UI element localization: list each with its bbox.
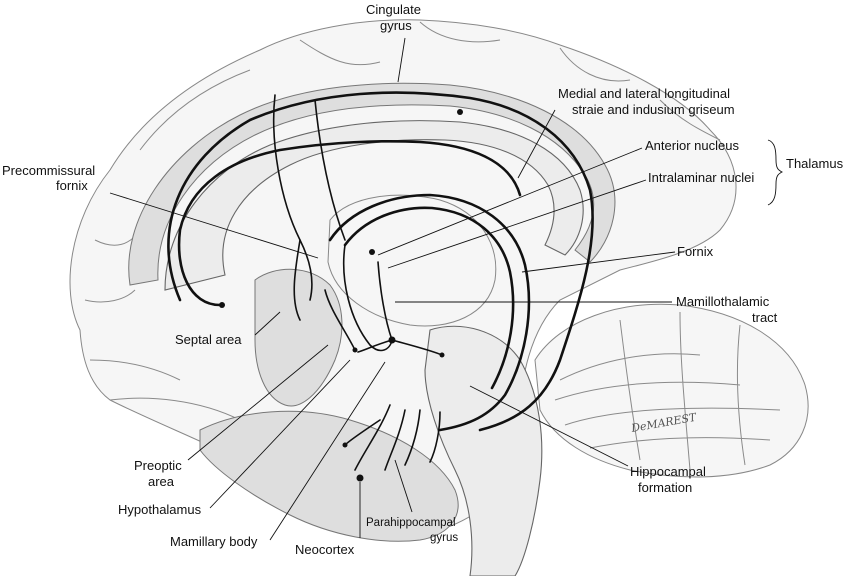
terminal-dot	[439, 352, 445, 358]
terminal-dot	[369, 249, 375, 255]
label-mamillothalamic-line1: Mamillothalamic	[676, 294, 770, 309]
label-mamillothalamic-line2: tract	[752, 310, 778, 325]
septal-region	[254, 268, 343, 407]
label-cingulate-gyrus-line2: gyrus	[380, 18, 412, 33]
terminal-dot	[342, 442, 348, 448]
leader-lines	[109, 37, 676, 541]
leader-intralaminar	[387, 179, 647, 269]
label-fornix: Fornix	[677, 244, 714, 259]
leader-cingulate	[397, 37, 406, 83]
terminal-dot	[457, 109, 463, 115]
label-thalamus: Thalamus	[786, 156, 844, 171]
pathway-strokes	[167, 91, 784, 471]
leader-anterior-nucleus	[377, 147, 643, 256]
fornix-path	[328, 193, 531, 432]
cingulate-gyrus-band	[128, 82, 616, 286]
synapse-terminals	[219, 109, 463, 482]
gyrus-contour-left	[84, 229, 241, 421]
label-hippocampal-line1: Hippocampal	[630, 464, 706, 479]
temporal-lobe	[199, 410, 459, 542]
leader-hippocampal	[469, 385, 629, 467]
parahippocampal-fibers	[344, 404, 441, 471]
thalamus-region	[327, 194, 497, 327]
brainstem	[424, 325, 543, 577]
label-parahippocampal-line2: gyrus	[430, 532, 458, 544]
mamillary-projections	[357, 339, 443, 356]
septal-fibers	[293, 239, 356, 351]
label-preoptic-line2: area	[148, 474, 175, 489]
leader-precommissural	[109, 192, 319, 259]
leader-parahippocampal	[394, 459, 413, 513]
mamillothalamic-path	[377, 261, 393, 341]
cingulum-descending-left	[272, 94, 313, 301]
label-intralaminar-nuclei: Intralaminar nuclei	[648, 170, 754, 185]
leader-hypothalamus	[209, 359, 351, 509]
label-hippocampal-line2: formation	[638, 480, 692, 495]
cerebellum	[534, 303, 809, 478]
leader-medial-lateral	[517, 109, 556, 179]
septal-loop-path	[177, 139, 522, 307]
gyrus-contour-top	[139, 21, 721, 151]
label-mamillary-body: Mamillary body	[170, 534, 258, 549]
label-medial-lateral-line1: Medial and lateral longitudinal	[558, 86, 730, 101]
label-preoptic-line1: Preoptic	[134, 458, 182, 473]
leader-preoptic	[187, 344, 329, 461]
leader-fornix	[521, 251, 676, 273]
corpus-callosum	[164, 120, 584, 291]
leader-septal	[254, 311, 281, 336]
label-neocortex: Neocortex	[295, 542, 355, 557]
label-precommissural-line1: Precommissural	[2, 163, 95, 178]
labels: Cingulate gyrus Medial and lateral longi…	[2, 2, 844, 557]
label-cingulate-gyrus-line1: Cingulate	[366, 2, 421, 17]
label-hypothalamus: Hypothalamus	[118, 502, 202, 517]
label-medial-lateral-line2: straie and indusium griseum	[572, 102, 735, 117]
cingulum-descending-right	[314, 99, 346, 241]
label-precommissural-line2: fornix	[56, 178, 88, 193]
label-anterior-nucleus: Anterior nucleus	[645, 138, 739, 153]
thalamus-bracket	[767, 139, 784, 206]
label-septal-area: Septal area	[175, 332, 242, 347]
terminal-dot	[352, 347, 358, 353]
label-parahippocampal-line1: Parahippocampal	[366, 517, 456, 529]
terminal-dot	[356, 474, 364, 482]
longitudinal-striae-path	[167, 91, 594, 432]
terminal-dot	[388, 336, 396, 344]
terminal-dot	[219, 302, 225, 308]
fornix-path-inner	[343, 206, 515, 390]
fornix-mamillary-path	[342, 244, 393, 352]
leader-mamillary	[269, 361, 386, 541]
